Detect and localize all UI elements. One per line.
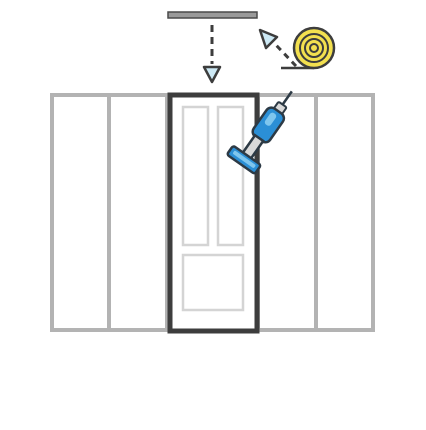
tape-arrow-head: [258, 28, 279, 50]
door-panel-lower: [181, 253, 245, 312]
door-panel-upper-right: [216, 105, 245, 247]
left-wall-panel: [50, 93, 169, 332]
door-panel-upper-left: [181, 105, 210, 247]
tape-roll-icon: [281, 26, 336, 70]
tape-ring-1: [299, 33, 329, 63]
top-strip: [167, 11, 258, 19]
door: [167, 92, 260, 334]
tape-ring-2: [304, 38, 324, 58]
down-arrow-head: [202, 65, 222, 84]
tape-core: [309, 43, 319, 53]
tape-arrow-shaft: [274, 43, 298, 68]
drill-body-highlight: [264, 112, 277, 126]
frame-strip-icon: [167, 11, 258, 19]
drill-battery-stripe: [233, 150, 256, 168]
apply-tape-arrow-icon: [258, 28, 298, 68]
cordless-drill-icon: [226, 90, 293, 175]
insert-down-arrow-icon: [202, 25, 222, 84]
